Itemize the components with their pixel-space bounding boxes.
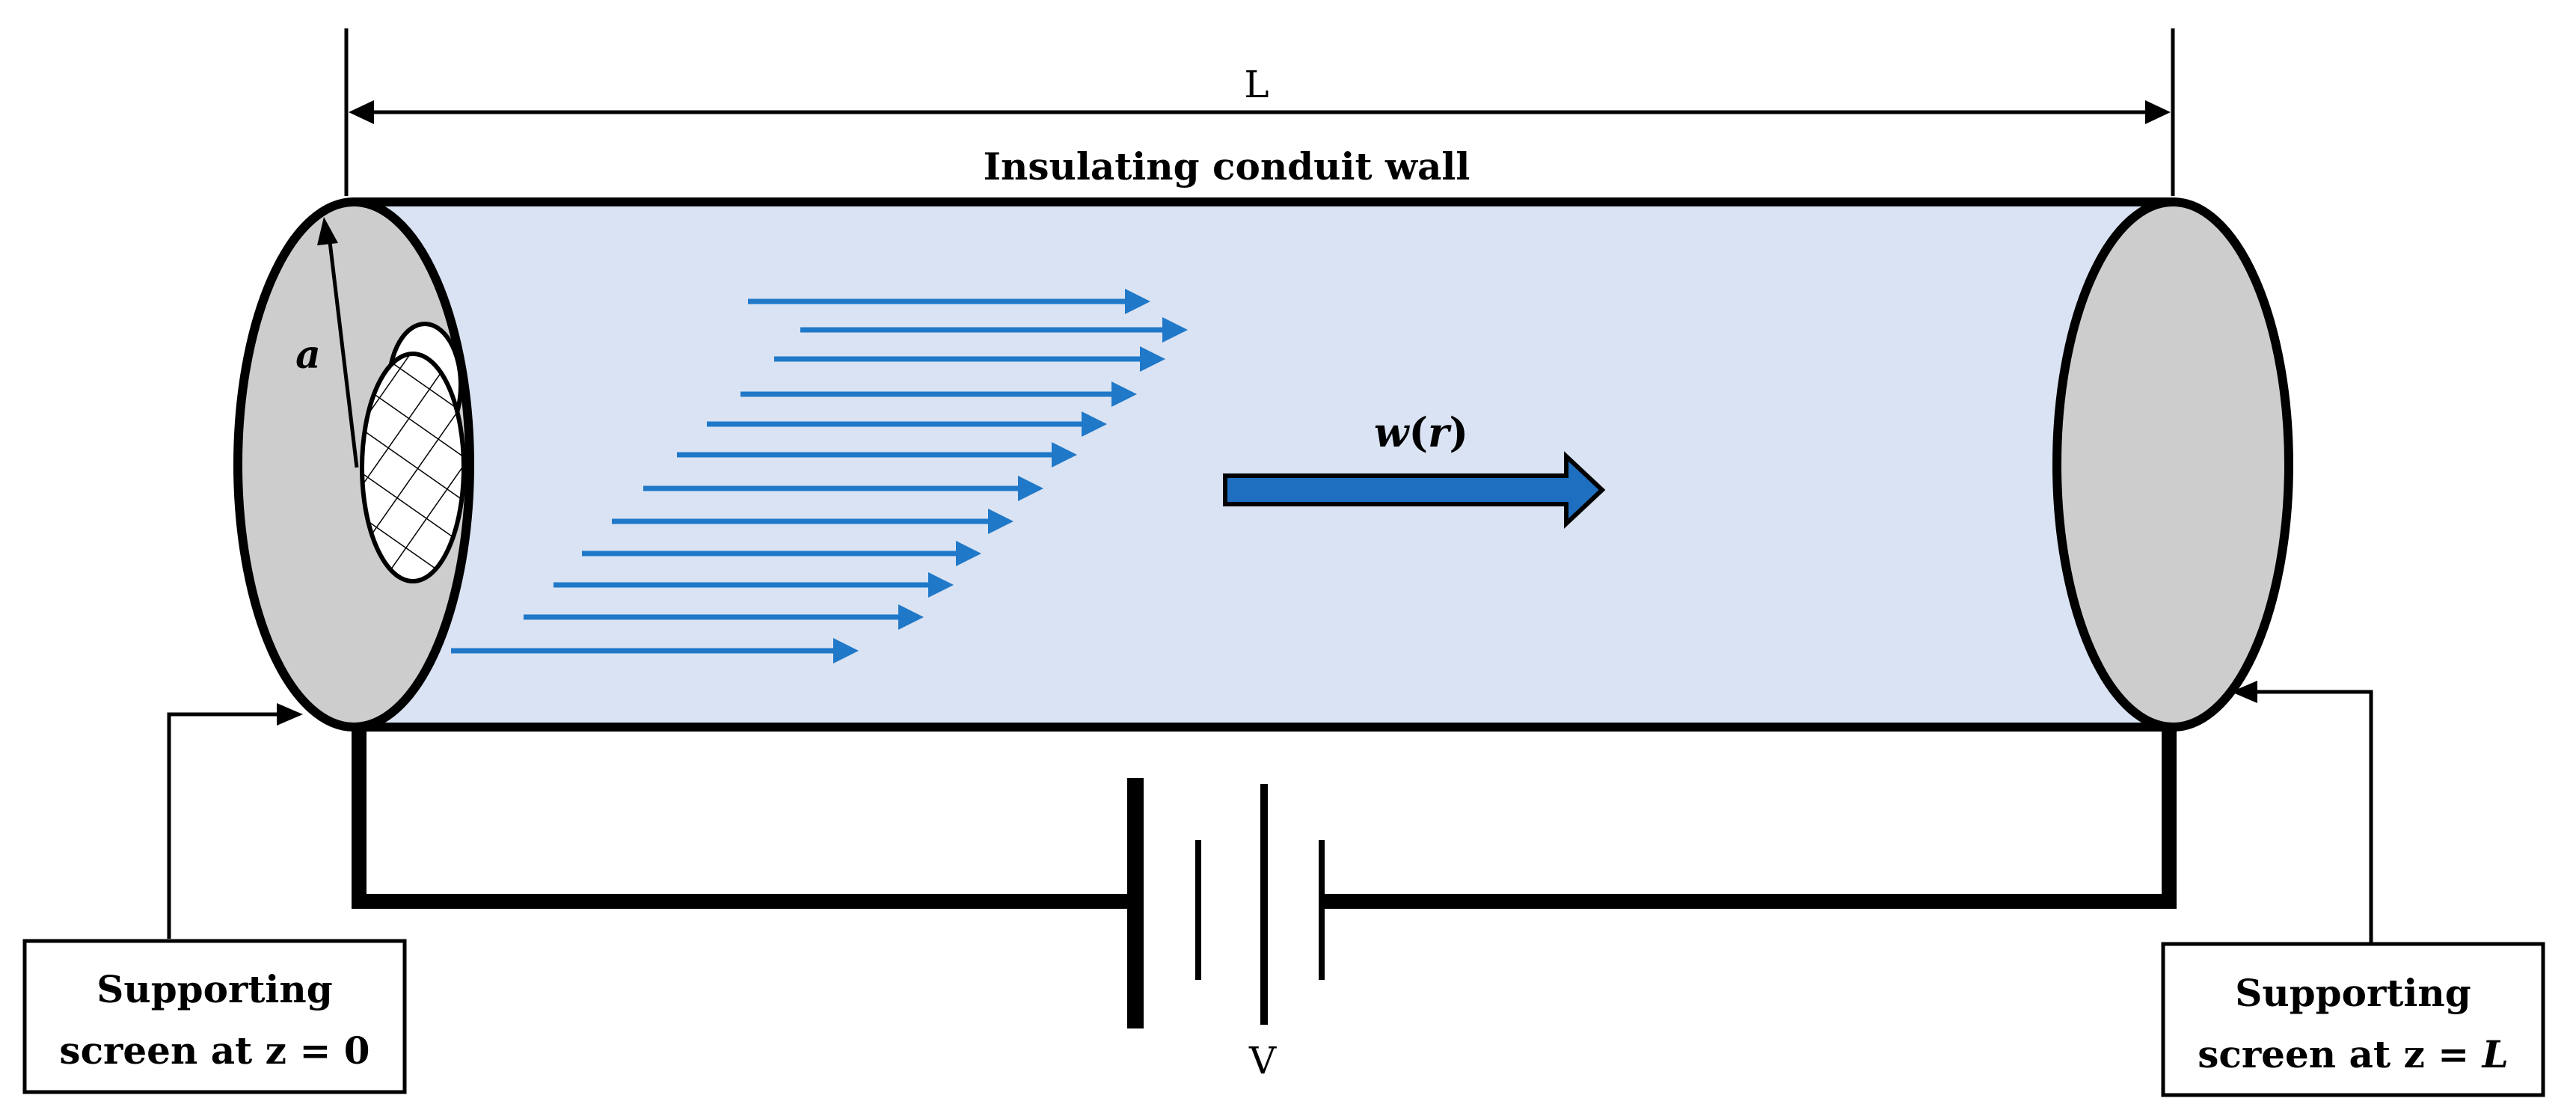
bulk-velocity-arrow (1223, 451, 1606, 529)
mesh-screen (360, 352, 466, 583)
circuit-wire (352, 727, 2177, 909)
left-supporting-screen-box: Supporting screen at z = 0 (22, 939, 407, 1094)
left-box-line2: screen at z = 0 (59, 1028, 369, 1073)
flow-arrow-head (1018, 476, 1043, 501)
conduit (352, 197, 2173, 732)
battery (1127, 778, 1325, 1028)
flow-arrow-head (1162, 317, 1188, 343)
right-box-line2: screen at z = L (2198, 1032, 2509, 1076)
flow-arrow-head (1125, 289, 1150, 314)
flow-velocity-profile (451, 289, 1188, 663)
velocity-label: w(r) (1374, 408, 1468, 456)
right-end-cap (2052, 197, 2293, 732)
flow-arrow-head (988, 509, 1013, 534)
voltage-label: V (1248, 1039, 1277, 1082)
dimension-arrow-left (349, 100, 374, 124)
length-label: L (1244, 63, 1269, 106)
radius-indicator (317, 217, 359, 468)
left-box-line1: Supporting (96, 967, 332, 1011)
flow-arrow-head (898, 604, 924, 630)
right-box-line1: Supporting (2235, 971, 2471, 1015)
flow-arrow-head (833, 638, 859, 663)
flow-arrow-head (1052, 442, 1077, 467)
conduit-wall-label: Insulating conduit wall (984, 144, 1471, 188)
conduit-body (354, 202, 2173, 727)
flow-arrow-head (1082, 411, 1107, 437)
length-dimension: L (344, 28, 2175, 196)
radius-arrowhead (317, 217, 338, 245)
left-pointer (167, 703, 303, 939)
flow-arrow-head (1111, 381, 1137, 407)
radius-label: a (295, 332, 321, 378)
left-end-cap: a (233, 197, 474, 732)
flow-arrow-head (956, 541, 981, 566)
right-supporting-screen-box: Supporting screen at z = L (2161, 942, 2545, 1097)
dimension-arrow-right (2145, 100, 2171, 124)
flow-arrow-head (928, 572, 954, 598)
right-pointer (2231, 681, 2373, 944)
flow-arrow-head (1140, 346, 1165, 372)
